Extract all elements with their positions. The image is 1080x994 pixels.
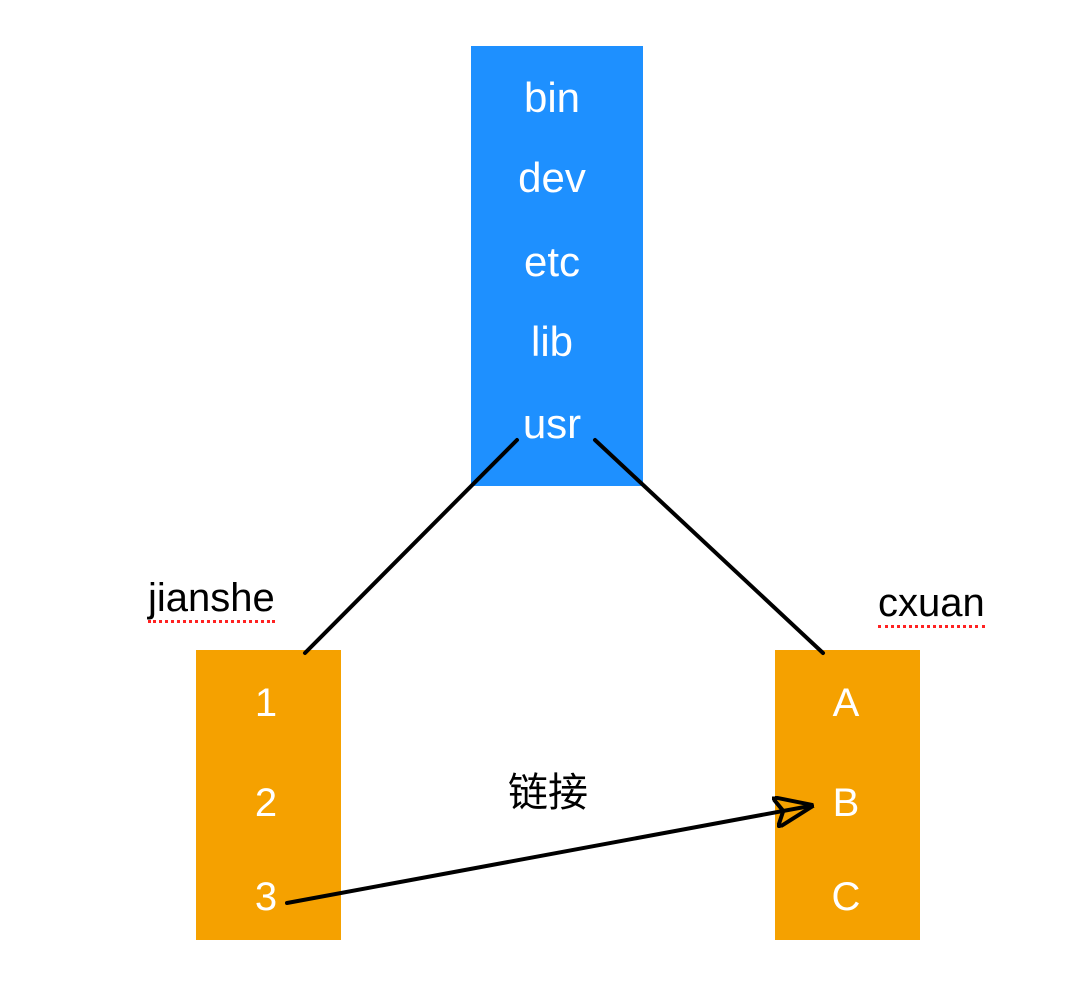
root-entry-lib[interactable]: lib	[530, 318, 574, 365]
group-label-jianshe: jianshe	[148, 578, 275, 623]
cxuan-entry-a[interactable]: A	[832, 681, 860, 725]
jianshe-entry-3[interactable]: 3	[254, 875, 278, 919]
cxuan-entry-b[interactable]: B	[832, 781, 860, 825]
connector-link-3-to-b	[285, 806, 810, 905]
root-entry-bin[interactable]: bin	[523, 74, 581, 121]
link-annotation-label: 链接	[508, 771, 588, 815]
root-entry-dev[interactable]: dev	[518, 154, 586, 201]
jianshe-entry-1[interactable]: 1	[254, 681, 278, 725]
root-entry-usr[interactable]: usr	[522, 400, 582, 447]
group-label-cxuan: cxuan	[878, 583, 985, 628]
root-directory-box[interactable]	[471, 46, 643, 486]
root-entry-etc[interactable]: etc	[523, 238, 581, 285]
cxuan-entry-c[interactable]: C	[831, 875, 861, 919]
jianshe-entry-2[interactable]: 2	[254, 781, 278, 825]
